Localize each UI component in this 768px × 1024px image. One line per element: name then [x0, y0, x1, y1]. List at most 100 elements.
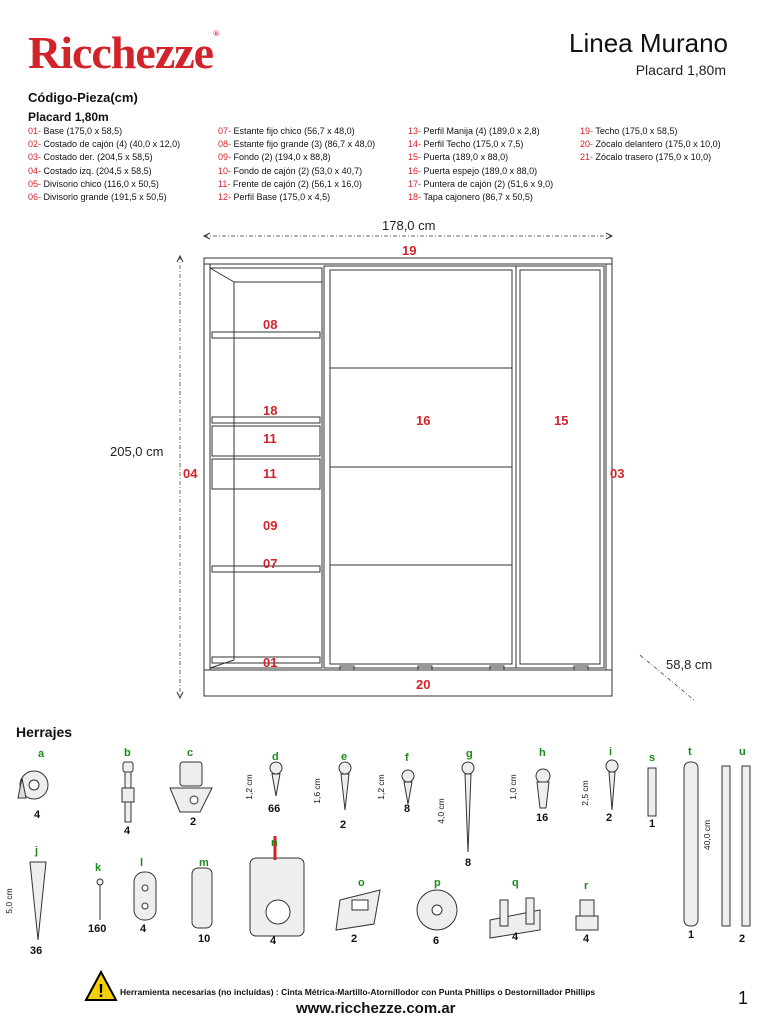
hw-qty-d: 66: [268, 803, 281, 815]
page-title: Linea Murano: [569, 28, 728, 58]
hw-letter-c: c: [187, 747, 194, 759]
part-number: 21-: [580, 152, 594, 163]
part-item: 14- Perfil Techo (175,0 x 7,5): [408, 138, 553, 151]
part-desc: Fondo de cajón (2) (53,0 x 40,7): [233, 165, 363, 176]
hw-letter-j: j: [35, 845, 39, 857]
shelf-07: [211, 565, 321, 573]
part-number: 17-: [408, 178, 422, 189]
part-label-16: 16: [416, 413, 431, 428]
dowel-icon: [191, 867, 213, 929]
hw-letter-n: n: [271, 837, 278, 849]
brand-name: Ricchezze: [28, 27, 214, 78]
part-number: 04-: [28, 165, 42, 176]
brand-logo: Ricchezze®: [28, 27, 219, 78]
hw-qty-e: 2: [340, 819, 347, 831]
wardrobe-frame: [203, 257, 613, 697]
part-desc: Estante fijo grande (3) (86,7 x 48,0): [233, 139, 376, 150]
part-desc: Perfil Manija (4) (189,0 x 2,8): [423, 126, 540, 136]
hw-letter-h: h: [539, 747, 546, 759]
part-item: 06- Divisorio grande (191,5 x 50,5): [28, 191, 180, 204]
part-label-11b: 11: [263, 466, 277, 481]
screw-d-icon: [269, 761, 283, 797]
part-item: 21- Zócalo trasero (175,0 x 10,0): [580, 151, 721, 164]
part-label-03: 03: [610, 466, 625, 481]
hw-qty-h: 16: [536, 812, 549, 824]
hw-qty-i: 2: [606, 812, 613, 824]
part-item: 05- Divisorio chico (116,0 x 50,5): [28, 178, 180, 191]
part-item: 12- Perfil Base (175,0 x 4,5): [218, 191, 375, 204]
codigo-heading: Código-Pieza(cm): [28, 90, 138, 105]
hw-letter-e: e: [341, 751, 348, 763]
left-compartment: [209, 267, 323, 669]
part-item: 01- Base (175,0 x 58,5): [28, 125, 180, 138]
part-number: 01-: [28, 126, 42, 136]
roller: [573, 665, 589, 671]
part-label-15: 15: [554, 413, 569, 428]
roller: [417, 665, 433, 671]
part-number: 05-: [28, 178, 42, 189]
hw-qty-t: 1: [688, 929, 695, 941]
part-desc: Techo (175,0 x 58,5): [595, 126, 678, 136]
hw-qty-p: 6: [433, 935, 440, 947]
part-desc: Costado der. (204,5 x 58,5): [43, 152, 153, 163]
part-item: 09- Fondo (2) (194,0 x 88,8): [218, 151, 375, 164]
hw-len-f: 1,2 cm: [375, 774, 386, 800]
hw-qty-c: 2: [190, 816, 197, 828]
connector-bolt-icon: [121, 761, 135, 823]
part-number: 11-: [218, 178, 231, 189]
hw-len-u: 40,0 cm: [702, 819, 713, 851]
part-desc: Puerta (189,0 x 88,0): [423, 152, 509, 163]
page-number: 1: [738, 988, 749, 1008]
hw-letter-t: t: [688, 746, 692, 758]
part-item: 03- Costado der. (204,5 x 58,5): [28, 151, 180, 164]
svg-text:!: !: [98, 981, 104, 1001]
roller: [339, 665, 355, 671]
part-number: 06-: [28, 192, 42, 203]
hw-len-g: 4,0 cm: [435, 798, 446, 824]
profile-t-icon: [683, 761, 699, 927]
hw-len-j: 5,0 cm: [3, 888, 14, 914]
part-label-09: 09: [263, 518, 278, 533]
hw-qty-b: 4: [124, 825, 131, 837]
width-label: 178,0 cm: [382, 218, 436, 233]
rail-support-icon: [133, 871, 157, 921]
part-item: 19- Techo (175,0 x 58,5): [580, 125, 721, 138]
hw-qty-r: 4: [583, 933, 590, 945]
hw-qty-m: 10: [198, 933, 211, 945]
hw-qty-q: 4: [512, 931, 519, 943]
hardware-illustrations: [17, 759, 751, 941]
corner-bracket-icon: [169, 761, 213, 813]
part-item: 08- Estante fijo grande (3) (86,7 x 48,0…: [218, 138, 375, 151]
hw-letter-k: k: [95, 862, 102, 874]
parts-column-3: 13- Perfil Manija (4) (189,0 x 2,8) 14- …: [408, 125, 553, 204]
screw-e-icon: [338, 761, 352, 811]
website-link[interactable]: www.ricchezze.com.ar: [296, 1000, 456, 1017]
part-item: 10- Fondo de cajón (2) (53,0 x 40,7): [218, 165, 375, 178]
shelf-18: [211, 416, 321, 424]
part-label-20: 20: [416, 677, 431, 692]
hw-letter-u: u: [739, 746, 746, 758]
hw-letter-a: a: [38, 748, 45, 760]
hw-qty-j: 36: [30, 945, 43, 957]
part-desc: Costado izq. (204,5 x 58,5): [43, 165, 152, 176]
stopper-icon: [575, 899, 599, 931]
hw-qty-u: 2: [739, 933, 746, 945]
profile-s-icon: [647, 767, 657, 817]
hw-letter-s: s: [649, 752, 656, 764]
part-desc: Puerta espejo (189,0 x 88,0): [423, 165, 538, 176]
hw-qty-g: 8: [465, 857, 472, 869]
part-desc: Costado de cajón (4) (40,0 x 12,0): [43, 139, 181, 150]
part-desc: Fondo (2) (194,0 x 88,8): [233, 152, 331, 163]
screw-f-icon: [401, 769, 415, 805]
part-desc: Zócalo trasero (175,0 x 10,0): [595, 152, 712, 163]
tools-warning: Herramienta necesarias (no incluídas) : …: [120, 987, 596, 997]
hw-len-h: 1,0 cm: [507, 774, 518, 800]
part-number: 02-: [28, 139, 42, 150]
hw-letter-q: q: [512, 877, 519, 889]
parts-column-4: 19- Techo (175,0 x 58,5) 20- Zócalo dela…: [580, 125, 721, 165]
hw-qty-f: 8: [404, 803, 411, 815]
base-01: [211, 656, 321, 664]
part-item: 04- Costado izq. (204,5 x 58,5): [28, 165, 180, 178]
hw-letter-g: g: [466, 748, 473, 760]
part-label-18: 18: [263, 403, 278, 418]
